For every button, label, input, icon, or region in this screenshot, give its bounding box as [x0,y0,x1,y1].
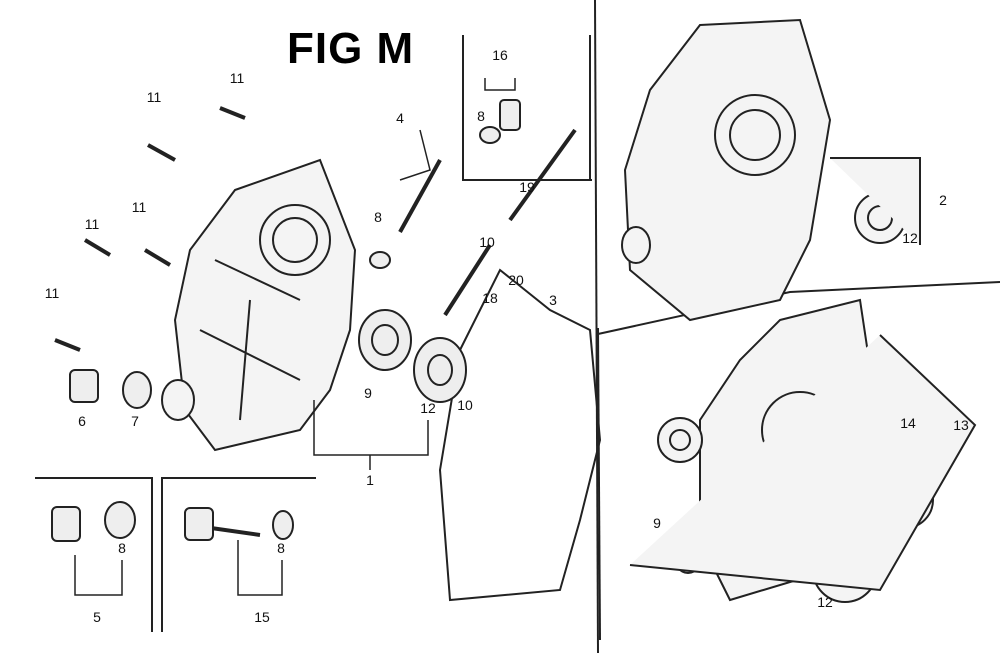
crankcase-cover-alt2 [629,298,977,603]
figure-title: FIG M [287,24,415,73]
seals-bearings [69,99,521,409]
callout-19: 19 [519,179,535,195]
callout-12: 12 [817,594,833,610]
callout-20: 20 [508,272,524,288]
callout-8: 8 [277,540,285,556]
callout-1: 1 [366,472,374,488]
callout-2: 2 [939,192,947,208]
callout-8: 8 [118,540,126,556]
callout-12: 12 [420,400,436,416]
drain-plugs-lower [51,501,294,596]
leader-lines [313,78,516,470]
callout-11: 11 [229,70,245,86]
callout-10: 10 [479,234,495,250]
callout-4: 4 [396,110,404,126]
callout-8: 8 [374,209,382,225]
bolts [54,106,577,537]
callout-11: 11 [146,89,162,105]
callout-8: 8 [477,108,485,124]
callout-16: 16 [492,47,508,63]
section-dividers [35,0,1000,653]
callout-3: 3 [549,292,557,308]
callout-7: 7 [131,413,139,429]
callout-13: 13 [953,417,969,433]
gasket-shape [438,268,602,602]
callout-18: 18 [482,290,498,306]
callout-9: 9 [653,515,661,531]
crankcase-cover-main [161,158,357,452]
callout-14: 14 [900,415,916,431]
callout-11: 11 [84,216,100,232]
callout-11: 11 [131,199,147,215]
callout-10: 10 [457,397,473,413]
callout-12: 12 [902,230,918,246]
callout-11: 11 [44,285,60,301]
callout-6: 6 [78,413,86,429]
callout-15: 15 [254,609,270,625]
callout-5: 5 [93,609,101,625]
callout-9: 9 [364,385,372,401]
crankcase-cover-alt [621,18,921,322]
